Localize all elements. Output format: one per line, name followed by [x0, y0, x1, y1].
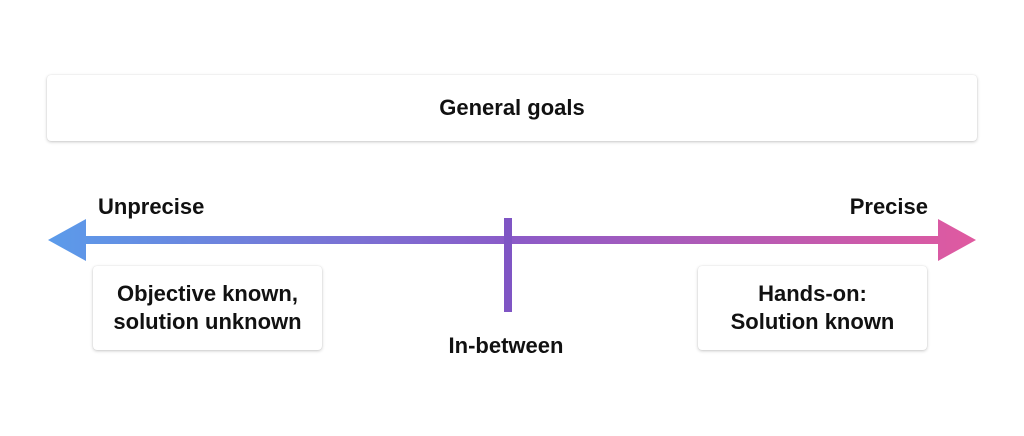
- objective-known-card: Objective known, solution unknown: [93, 266, 322, 350]
- in-between-label: In-between: [448, 333, 564, 358]
- objective-known-line1: Objective known,: [117, 281, 298, 306]
- unprecise-label: Unprecise: [98, 194, 205, 219]
- general-goals-card: General goals: [47, 75, 977, 141]
- middle-marker: [504, 218, 512, 312]
- solution-known-line1: Hands-on:: [758, 281, 867, 306]
- solution-known-card: Hands-on: Solution known: [698, 266, 927, 350]
- right-arrowhead: [938, 219, 976, 261]
- left-arrowhead: [48, 219, 86, 261]
- precise-label: Precise: [849, 194, 928, 219]
- general-goals-title: General goals: [439, 95, 585, 120]
- solution-known-line2: Solution known: [730, 309, 895, 334]
- objective-known-line2: solution unknown: [113, 309, 302, 334]
